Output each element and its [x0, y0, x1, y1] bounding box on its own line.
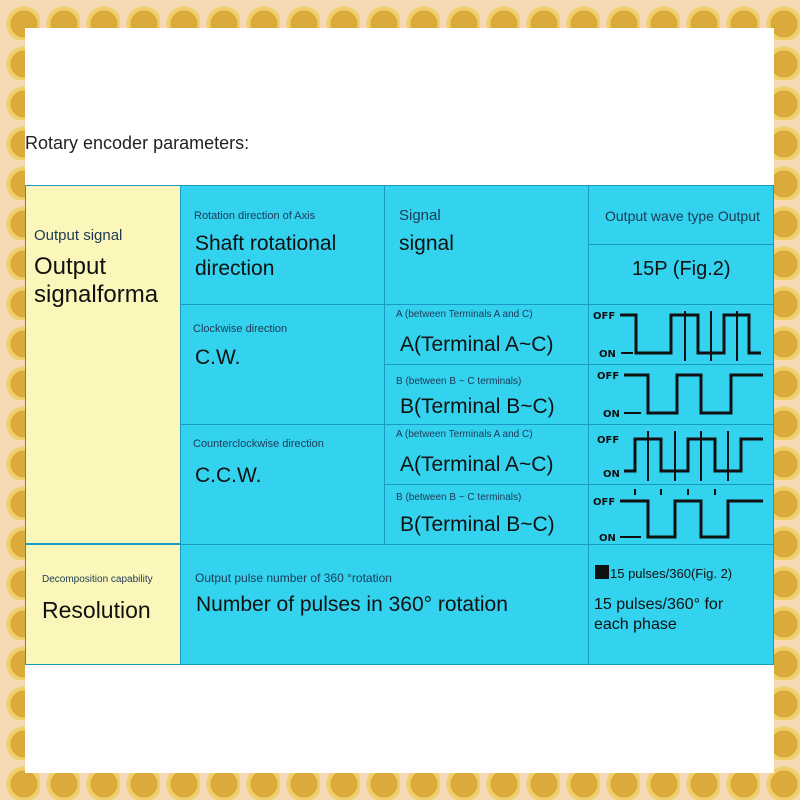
black-square-icon [595, 565, 609, 579]
cw-small-label: Clockwise direction [193, 323, 288, 335]
ccw-wave-a-off-label: OFF [597, 435, 619, 446]
ccw-wave-b-diagram: OFF ON [593, 489, 763, 543]
ccw-direction-cell: Counterclockwise direction C.C.W. [180, 424, 385, 545]
resolution-value-line-2: 15 pulses/360° for [594, 596, 724, 613]
resolution-value-text-1: 15 pulses/360(Fig. 2) [610, 566, 733, 581]
ccw-a-big-label: A(Terminal A~C) [400, 453, 554, 476]
cw-a-small-label: A (between Terminals A and C) [396, 309, 533, 320]
resolution-description-cell: Output pulse number of 360 °rotation Num… [180, 544, 589, 665]
cw-wave-a-cell: OFF ON [588, 304, 774, 365]
output-signal-big-label-1: Output [34, 253, 107, 280]
ccw-wave-a-cell: OFF ON [588, 424, 774, 485]
parameters-table: Output signal Output signalforma Rotatio… [25, 185, 774, 665]
output-signal-small-label: Output signal [34, 227, 123, 244]
ccw-b-small-label: B (between B ~ C terminals) [396, 492, 522, 503]
resolution-desc-small-label: Output pulse number of 360 °rotation [195, 571, 392, 585]
ccw-wave-a-diagram: OFF ON [597, 431, 763, 481]
cw-wave-b-on-label: ON [603, 409, 620, 420]
resolution-value-cell: 15 pulses/360(Fig. 2) 15 pulses/360° for… [588, 544, 774, 665]
cw-wave-b-diagram: OFF ON [597, 371, 763, 420]
ccw-b-big-label: B(Terminal B~C) [400, 513, 555, 536]
ccw-small-label: Counterclockwise direction [193, 438, 324, 450]
cw-a-big-label: A(Terminal A~C) [400, 333, 554, 356]
ccw-a-small-label: A (between Terminals A and C) [396, 429, 533, 440]
wave-header-small-label: Output wave type Output [605, 208, 760, 224]
page-heading: Rotary encoder parameters: [25, 133, 250, 153]
axis-big-label-2: direction [195, 257, 275, 280]
axis-big-label-1: Shaft rotational [195, 232, 337, 255]
ccw-wave-b-cell: OFF ON [588, 484, 774, 545]
content-card: Rotary encoder parameters: Output signal… [25, 28, 774, 773]
ccw-wave-b-off-label: OFF [593, 497, 615, 508]
resolution-desc-big-label: Number of pulses in 360° rotation [196, 593, 508, 616]
signal-header-cell: Signal signal [384, 185, 589, 305]
resolution-big-label: Resolution [42, 597, 151, 623]
resolution-small-label: Decomposition capability [42, 574, 153, 585]
wave-header-bottom-cell: 15P (Fig.2) [588, 244, 774, 305]
ccw-terminal-b-cell: B (between B ~ C terminals) B(Terminal B… [384, 484, 589, 545]
output-signal-cell: Output signal Output signalforma [25, 185, 181, 544]
wave-header-big-label: 15P (Fig.2) [632, 258, 731, 280]
cw-b-big-label: B(Terminal B~C) [400, 395, 555, 418]
signal-small-label: Signal [399, 207, 441, 224]
resolution-label-cell: Decomposition capability Resolution [25, 544, 181, 665]
ccw-terminal-a-cell: A (between Terminals A and C) A(Terminal… [384, 424, 589, 485]
cw-terminal-a-cell: A (between Terminals A and C) A(Terminal… [384, 304, 589, 365]
cw-wave-b-off-label: OFF [597, 371, 619, 382]
resolution-value-line-1: 15 pulses/360(Fig. 2) [595, 565, 732, 581]
cw-direction-cell: Clockwise direction C.W. [180, 304, 385, 425]
signal-big-label: signal [399, 232, 454, 255]
wave-header-top-cell: Output wave type Output [588, 185, 774, 245]
axis-header-cell: Rotation direction of Axis Shaft rotatio… [180, 185, 385, 305]
cw-wave-b-cell: OFF ON [588, 364, 774, 425]
output-signal-big-label-2: signalforma [34, 281, 159, 308]
resolution-value-line-3: each phase [594, 616, 677, 633]
cw-wave-a-on-label: ON [599, 349, 616, 360]
ccw-big-label: C.C.W. [195, 464, 262, 487]
ccw-wave-b-on-label: ON [599, 533, 616, 543]
cw-terminal-b-cell: B (between B ~ C terminals) B(Terminal B… [384, 364, 589, 425]
ccw-wave-a-on-label: ON [603, 469, 620, 480]
cw-b-small-label: B (between B ~ C terminals) [396, 376, 522, 387]
cw-wave-a-off-label: OFF [593, 311, 615, 322]
cw-wave-a-diagram: OFF ON [593, 311, 761, 361]
axis-small-label: Rotation direction of Axis [194, 210, 316, 222]
cw-big-label: C.W. [195, 346, 241, 369]
